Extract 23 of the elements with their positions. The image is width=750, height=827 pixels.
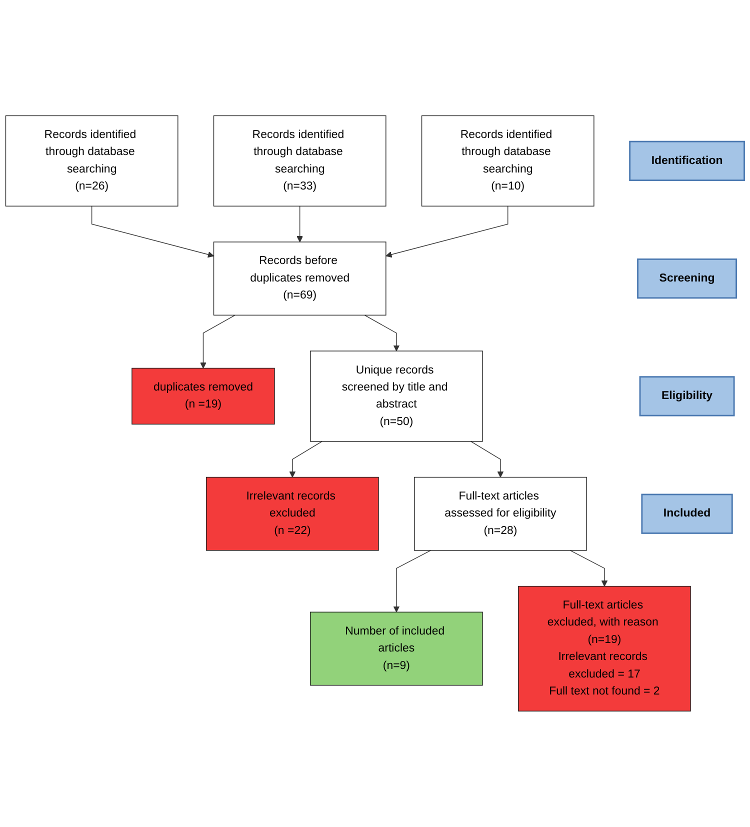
node-box: duplicates removed (n =19) [132,368,275,425]
node-box: Included [641,494,733,534]
node-box: Full-text articles excluded, with reason (n=19) Irrelevant records excluded = 17 Full text not found = 2 [518,586,691,712]
node-box: Records before duplicates removed (n=69) [213,242,386,316]
arrow [200,314,236,369]
arrow [91,206,214,258]
arrow [470,441,504,478]
arrow [296,206,303,242]
node-box: Records identified through database searching (n=26) [5,115,178,207]
arrow [386,206,508,258]
arrow [289,441,322,478]
node-box: Records identified through database searching (n=10) [421,115,594,207]
node-box: Full-text articles assessed for eligibility (n=28) [414,476,587,551]
arrow [364,314,400,352]
node-box: Unique records screened by title and abstract (n=50) [310,350,483,442]
node-box: Records identified through database searching (n=33) [213,115,386,207]
arrow [393,550,432,612]
arrow [570,550,608,587]
node-box: Identification [629,140,745,182]
node-box: Eligibility [639,376,735,416]
node-box: Screening [637,258,738,299]
node-box: Number of included articles (n=9) [310,612,483,686]
node-box: Irrelevant records excluded (n =22) [206,476,379,551]
